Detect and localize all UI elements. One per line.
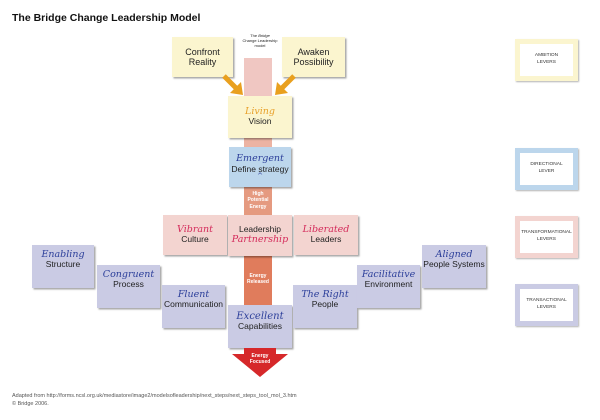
people-systems-label: People Systems (423, 259, 485, 270)
leaders-label: Leaders (310, 234, 342, 245)
gold-arrow-right-icon (275, 74, 296, 95)
caret-mark: ^ (257, 172, 263, 181)
vibrant-culture-box: Vibrant Culture (163, 215, 227, 255)
liberated-leaders-box: Liberated Leaders (294, 215, 358, 255)
people-label: People (311, 299, 339, 310)
high-potential-energy-label: High Potential Energy (244, 191, 272, 210)
vision-label: Vision (248, 116, 272, 127)
liberated-script: Liberated (302, 223, 350, 235)
living-script: Living (245, 105, 275, 117)
header-line2: Change Leadership (242, 37, 278, 43)
energy-focused-2: Focused (249, 359, 271, 366)
energy-high-2: Potential (247, 197, 269, 204)
energy-focused-1: Energy (251, 353, 269, 359)
vibrant-script: Vibrant (177, 223, 213, 235)
diagram-title: The Bridge Change Leadership Model (12, 12, 201, 24)
the-right-script: The Right (301, 289, 349, 300)
enabling-script: Enabling (41, 249, 85, 260)
legend-directional-line2: LEVER (538, 169, 555, 174)
pillar-released-energy (244, 255, 272, 307)
living-vision-box: Living Vision (228, 96, 292, 138)
legend-ambition-line1: AMBITION (534, 53, 559, 59)
facilitative-script: Facilitative (361, 269, 416, 280)
model-header-note: The Bridge Change Leadership model (240, 33, 280, 48)
pillar-top (244, 58, 272, 98)
facilitative-environment-box: Facilitative Environment (357, 265, 420, 308)
energy-high-1: High (252, 191, 264, 197)
fluent-communication-box: Fluent Communication (162, 285, 225, 328)
energy-focused-arrow-icon (232, 348, 288, 377)
fluent-script: Fluent (177, 289, 210, 300)
energy-high-3: Energy (249, 203, 267, 210)
confront-line2: Reality (188, 57, 217, 67)
gold-arrow-left-icon (222, 74, 243, 95)
emergent-script: Emergent (236, 153, 284, 165)
aligned-people-systems-box: Aligned People Systems (422, 245, 486, 288)
structure-label: Structure (45, 259, 81, 270)
copyright-text: © Bridge 2006. (12, 401, 49, 408)
legend-transactional-line1: TRANSACTIONAL (526, 298, 567, 304)
source-link-text: Adapted from http://forms.ncsl.org.uk/me… (12, 393, 297, 399)
header-prefix: The (250, 33, 258, 38)
legend-directional-line1: DIRECTIONAL (530, 162, 563, 168)
environment-label: Environment (364, 279, 413, 290)
awaken-possibility-box: Awaken Possibility (282, 37, 345, 77)
aligned-script: Aligned (435, 249, 473, 260)
enabling-structure-box: Enabling Structure (32, 245, 94, 288)
source-footer: Adapted from http://forms.ncsl.org.uk/me… (12, 392, 297, 409)
legend-ambition-line2: LEVERS (537, 60, 556, 65)
congruent-script: Congruent (102, 269, 155, 280)
communication-label: Communication (163, 299, 224, 310)
excellent-capabilities-box: Excellent Capabilities (228, 305, 292, 348)
congruent-process-box: Congruent Process (97, 265, 160, 308)
energy-focused-label: Energy Focused (244, 353, 276, 366)
header-line3: model (254, 42, 266, 48)
awaken-line1: Awaken (297, 46, 330, 57)
define-strategy-label: Define strategy (231, 163, 289, 174)
pillar-high-energy (244, 186, 272, 216)
excellent-script: Excellent (236, 311, 284, 322)
legend-transactional-line2: LEVERS (537, 305, 556, 310)
pillar-vision-strategy (244, 136, 272, 148)
energy-released-label: Energy Released (244, 273, 272, 286)
legend-transformational-line1: TRANSFORMATIONAL (521, 230, 572, 236)
leadership-partnership-box: Leadership Partnership (228, 215, 292, 256)
energy-released-1: Energy (249, 273, 267, 279)
capabilities-label: Capabilities (238, 321, 282, 331)
process-label: Process (113, 279, 144, 290)
energy-released-2: Released (247, 279, 269, 286)
partnership-script: Partnership (231, 234, 289, 246)
awaken-line2: Possibility (293, 57, 334, 67)
confront-reality-box: Confront Reality (172, 37, 233, 77)
header-emph: Bridge (258, 33, 270, 38)
confront-line1: Confront (185, 46, 220, 57)
leadership-label: Leadership (238, 224, 282, 235)
culture-label: Culture (181, 234, 209, 245)
emergent-strategy-box: Emergent Define strategy ^ (229, 147, 291, 187)
right-people-box: The Right People (293, 285, 357, 328)
legend-transformational-line2: LEVERS (537, 237, 556, 242)
